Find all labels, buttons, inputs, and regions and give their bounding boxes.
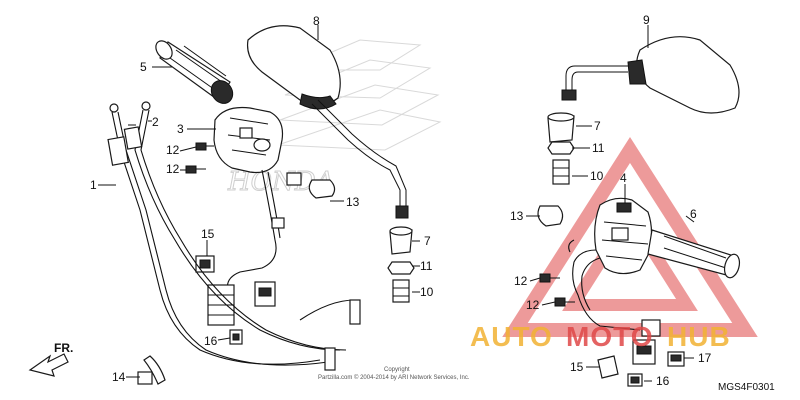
right-harness-connector-b xyxy=(641,319,661,337)
clamp-13-left xyxy=(308,179,336,199)
callout-16-a: 16 xyxy=(204,334,218,348)
callout-12-b: 12 xyxy=(166,162,180,176)
callout-4: 4 xyxy=(620,171,627,185)
mirror-boot-7-left xyxy=(389,226,413,255)
callout-3: 3 xyxy=(177,122,184,136)
callout-12-c: 12 xyxy=(514,274,528,288)
front-direction-label: FR. xyxy=(54,341,73,355)
screw-12-left-a xyxy=(195,142,214,151)
leader-lines xyxy=(98,25,695,382)
callout-15-b: 15 xyxy=(570,360,584,374)
connector-15-right xyxy=(597,355,619,379)
left-harness-connector-b xyxy=(254,281,276,307)
connector-15-left xyxy=(195,255,215,273)
callout-15-a: 15 xyxy=(201,227,215,241)
callout-17: 17 xyxy=(698,351,712,365)
callout-2: 2 xyxy=(152,115,159,129)
callout-7-a: 7 xyxy=(424,234,431,248)
callout-9: 9 xyxy=(643,13,650,27)
left-switch-harness xyxy=(226,169,277,291)
left-switch-harness-b xyxy=(267,171,281,239)
front-direction-arrow: FR. xyxy=(28,341,73,377)
callout-7-b: 7 xyxy=(594,119,601,133)
right-harness-connector-a xyxy=(632,339,656,365)
clip-16-right xyxy=(627,373,643,387)
callout-14: 14 xyxy=(112,370,126,384)
watermark-part-3: HUB xyxy=(667,321,731,352)
copyright-line-2: Partzilla.com © 2004-2014 by ARI Network… xyxy=(318,374,470,381)
callout-13-b: 13 xyxy=(510,209,524,223)
copyright-line-1: Copyright xyxy=(384,367,410,373)
right-switch-housing xyxy=(594,197,653,275)
callout-12-d: 12 xyxy=(526,298,540,312)
nut-11-right xyxy=(547,141,575,155)
callout-10-a: 10 xyxy=(420,285,434,299)
callout-13-a: 13 xyxy=(346,195,360,209)
clamp-13-right xyxy=(537,205,564,227)
left-switch-housing xyxy=(213,106,284,174)
left-mirror xyxy=(246,25,409,219)
right-harness-loop xyxy=(568,239,575,253)
right-mirror xyxy=(561,36,740,114)
right-throttle-grip xyxy=(647,229,741,279)
callout-5: 5 xyxy=(140,60,147,74)
diagram-code: MGS4F0301 xyxy=(718,382,775,393)
callout-11-b: 11 xyxy=(592,141,605,155)
watermark-part-1: AUTO xyxy=(470,321,553,352)
watermark-part-2: MOTO xyxy=(566,321,653,352)
callout-6: 6 xyxy=(690,207,697,221)
adapter-10-right xyxy=(552,159,570,185)
nut-11-left xyxy=(387,261,415,275)
clip-17 xyxy=(667,351,685,367)
callout-11-a: 11 xyxy=(420,259,433,273)
callout-16-b: 16 xyxy=(656,374,670,388)
throttle-cables xyxy=(107,101,361,371)
callout-1: 1 xyxy=(90,178,97,192)
harness-clip-left xyxy=(286,172,302,186)
right-switch-harness-b xyxy=(581,257,601,311)
screw-12-left-b xyxy=(185,165,206,174)
right-switch-harness xyxy=(572,249,641,331)
adapter-10-left xyxy=(392,279,410,303)
band-14 xyxy=(137,355,166,385)
watermark-text: AUTO MOTO HUB xyxy=(470,321,731,352)
left-harness-connector-a xyxy=(207,284,235,326)
callout-10-b: 10 xyxy=(590,169,604,183)
callout-12-a: 12 xyxy=(166,143,180,157)
left-grip xyxy=(155,40,234,104)
mirror-boot-7-right xyxy=(547,112,575,143)
clip-16-left xyxy=(229,329,243,345)
harness-band-left xyxy=(271,217,285,229)
callout-8: 8 xyxy=(313,14,320,28)
